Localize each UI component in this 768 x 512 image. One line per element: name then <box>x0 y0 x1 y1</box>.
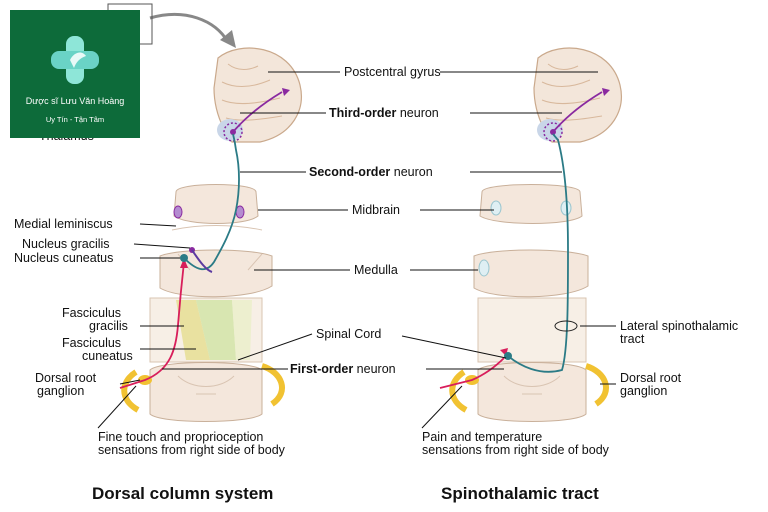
label-midbrain: Midbrain <box>352 203 400 217</box>
title-spinothalamic-tract: Spinothalamic tract <box>441 484 599 503</box>
zoom-arrow-icon <box>149 13 230 43</box>
label-pain-temp-2: sensations from right side of body <box>422 443 610 457</box>
medical-cross-icon <box>51 36 99 84</box>
logo-tagline: Uy Tín - Tận Tâm <box>46 115 104 124</box>
label-third-order-neuron: Third-order neuron <box>329 106 439 120</box>
third-order-neuron-right <box>552 91 603 133</box>
label-drg-left-1: Dorsal root <box>35 371 97 385</box>
third-order-neuron-left <box>232 91 283 133</box>
label-medial-lemniscus: Medial leminiscus <box>14 217 113 231</box>
label-fine-touch-2: sensations from right side of body <box>98 443 286 457</box>
pharmacist-logo: Dược sĩ Lưu Văn Hoàng Uy Tín - Tận Tâm <box>10 10 140 138</box>
medial-lemniscus-path <box>191 249 213 273</box>
left-spinal-column <box>149 297 263 422</box>
lateral-spinothalamic-marker <box>554 320 578 332</box>
label-lateral-spinothalamic-2: tract <box>620 332 645 346</box>
right-midbrain <box>479 184 583 224</box>
label-fasciculus-cuneatus-2: cuneatus <box>82 349 133 363</box>
label-fine-touch-1: Fine touch and proprioception <box>98 430 263 444</box>
first-order-synapse-right <box>504 352 512 360</box>
title-dorsal-column-system: Dorsal column system <box>92 484 273 503</box>
label-fasciculus-cuneatus-1: Fasciculus <box>62 336 121 350</box>
label-nucleus-cuneatus: Nucleus cuneatus <box>14 251 113 265</box>
left-midbrain <box>171 184 263 231</box>
label-medulla: Medulla <box>354 263 398 277</box>
nucleus-cuneatus-dot <box>180 254 188 262</box>
label-nucleus-gracilis: Nucleus gracilis <box>22 237 110 251</box>
first-order-neuron-left <box>119 261 185 389</box>
second-order-neuron-right <box>507 133 569 373</box>
label-drg-right-2: ganglion <box>620 384 667 398</box>
label-drg-left-2: ganglion <box>37 384 84 398</box>
right-spinal-column <box>477 297 587 422</box>
label-second-order-neuron: Second-order neuron <box>309 165 433 179</box>
right-brain-section <box>533 47 622 143</box>
leader-lines <box>97 71 616 429</box>
label-drg-right-1: Dorsal root <box>620 371 682 385</box>
logo-name: Dược sĩ Lưu Văn Hoàng <box>26 96 125 106</box>
third-order-arrow-right <box>602 88 610 96</box>
first-order-arrow-left <box>180 258 188 268</box>
label-postcentral-gyrus: Postcentral gyrus <box>344 65 441 79</box>
label-first-order-neuron: First-order neuron <box>290 362 396 376</box>
left-brain-section <box>213 47 302 143</box>
zoom-arrowhead-icon <box>220 30 236 48</box>
first-order-neuron-right <box>439 357 505 389</box>
label-fasciculus-gracilis-2: gracilis <box>89 319 128 333</box>
label-spinal-cord: Spinal Cord <box>316 327 381 341</box>
label-lateral-spinothalamic-1: Lateral spinothalamic <box>620 319 738 333</box>
label-fasciculus-gracilis-1: Fasciculus <box>62 306 121 320</box>
label-pain-temp-1: Pain and temperature <box>422 430 542 444</box>
right-medulla <box>473 249 589 298</box>
third-order-arrow-left <box>282 88 290 96</box>
